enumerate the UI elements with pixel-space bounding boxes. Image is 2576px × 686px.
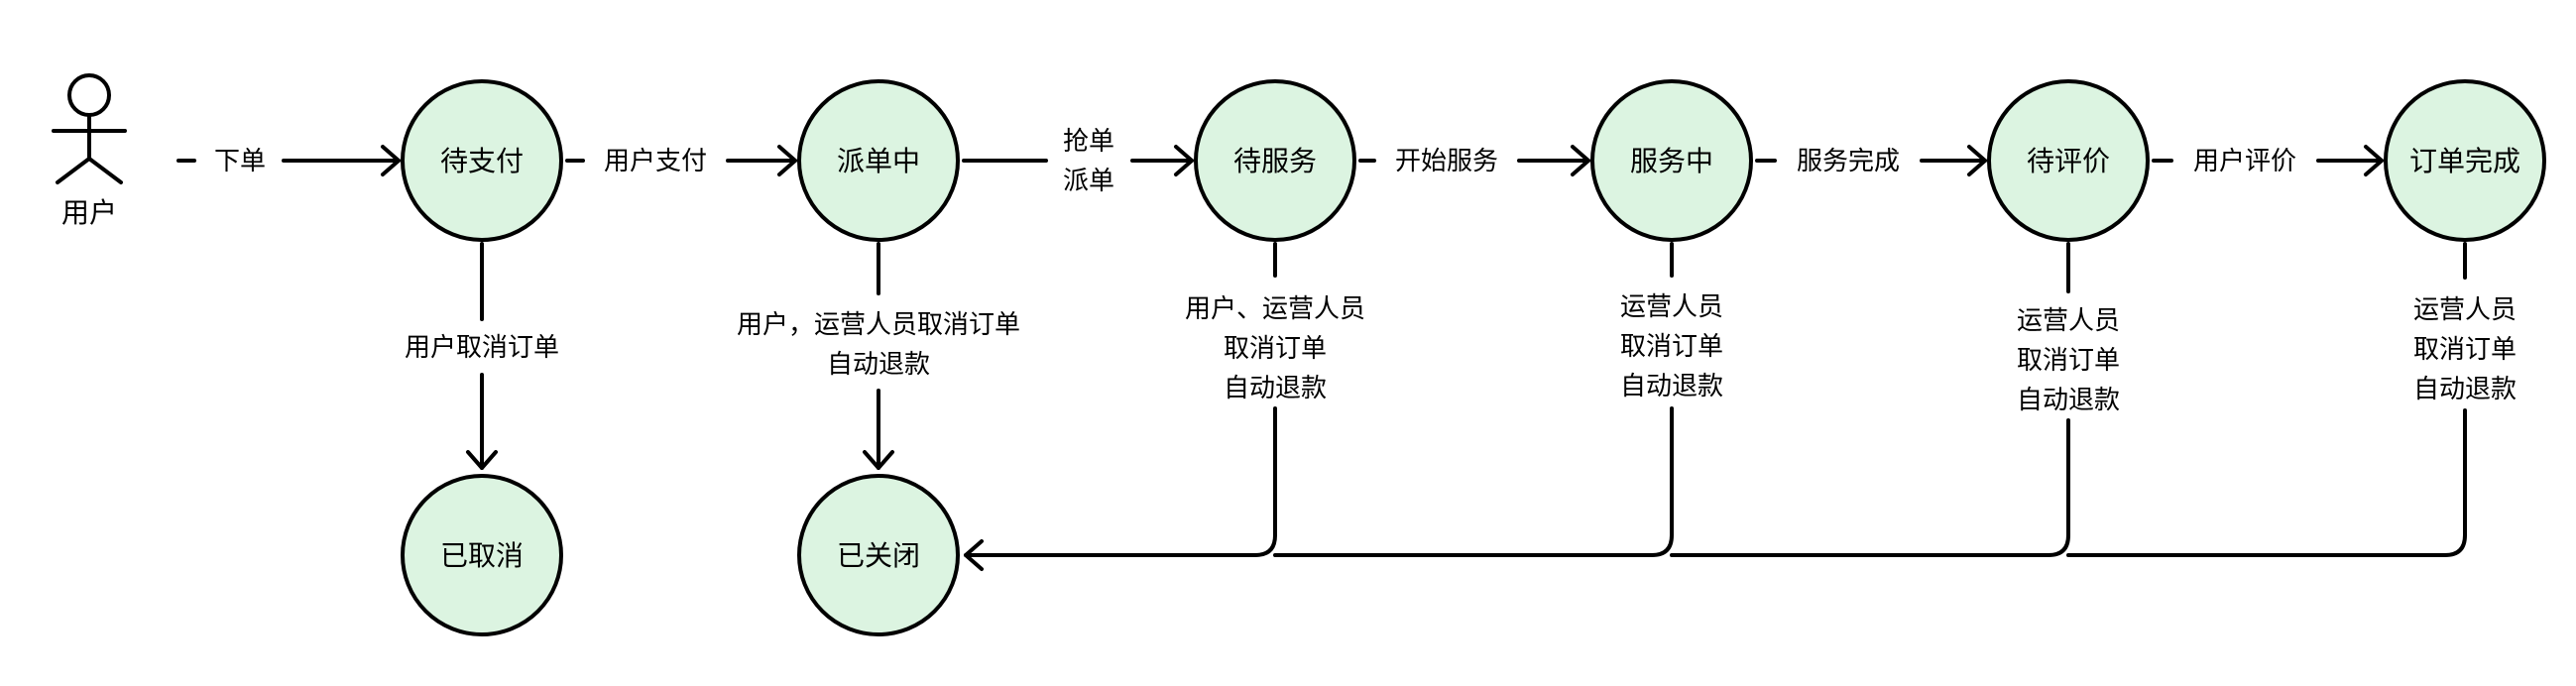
- node-pending-review: 待评价: [1987, 79, 2150, 242]
- label-inservice-cancel-line2: 取消订单: [1620, 332, 1723, 362]
- cancel-edges: [466, 242, 2467, 571]
- label-review-cancel-line1: 运营人员: [2017, 306, 2120, 336]
- label-inservice-cancel-line1: 运营人员: [1620, 292, 1723, 322]
- label-pending-cancel-line3: 自动退款: [1224, 374, 1327, 403]
- label-inservice-cancel-line3: 自动退款: [1620, 372, 1723, 401]
- actor-user: 用户: [52, 73, 127, 229]
- label-dispatch-cancel-line1: 用户，运营人员取消订单: [737, 310, 1020, 340]
- node-in-service: 服务中: [1590, 79, 1753, 242]
- node-label: 订单完成: [2409, 145, 2520, 177]
- node-closed: 已关闭: [797, 474, 960, 636]
- label-service-complete: 服务完成: [1797, 147, 1900, 176]
- label-dispatch-order: 派单: [1063, 167, 1114, 196]
- label-dispatch-cancel-line2: 自动退款: [827, 350, 930, 380]
- label-review-cancel-line3: 自动退款: [2017, 386, 2120, 415]
- label-user-pay: 用户支付: [604, 147, 707, 176]
- node-label: 待支付: [440, 145, 524, 177]
- label-start-service: 开始服务: [1395, 147, 1498, 176]
- label-complete-cancel-line3: 自动退款: [2413, 375, 2517, 404]
- node-cancelled: 已取消: [401, 474, 563, 636]
- node-label: 已取消: [440, 539, 524, 572]
- node-pending-payment: 待支付: [401, 79, 563, 242]
- label-complete-cancel-line2: 取消订单: [2413, 335, 2517, 365]
- label-user-review: 用户评价: [2193, 147, 2296, 176]
- label-user-cancel: 用户取消订单: [405, 333, 559, 363]
- actor-label: 用户: [61, 196, 117, 229]
- node-dispatching: 派单中: [797, 79, 960, 242]
- label-place-order: 下单: [214, 147, 266, 176]
- user-icon: [52, 73, 127, 184]
- edge-labels: 下单 用户支付 抢单 派单 开始服务 服务完成 用户评价 用户取消订单 用户，运…: [214, 127, 2517, 415]
- node-label: 待评价: [2027, 145, 2110, 177]
- node-pending-service: 待服务: [1194, 79, 1356, 242]
- node-label: 服务中: [1630, 145, 1713, 177]
- node-label: 派单中: [837, 145, 920, 177]
- node-label: 已关闭: [837, 539, 920, 572]
- label-pending-cancel-line2: 取消订单: [1224, 334, 1327, 364]
- label-review-cancel-line2: 取消订单: [2017, 346, 2120, 376]
- node-label: 待服务: [1233, 145, 1317, 177]
- top-row-edges: [176, 145, 2384, 176]
- node-order-complete: 订单完成: [2384, 79, 2546, 242]
- label-grab-order: 抢单: [1063, 127, 1114, 157]
- label-pending-cancel-line1: 用户、运营人员: [1185, 294, 1365, 324]
- label-complete-cancel-line1: 运营人员: [2413, 295, 2517, 325]
